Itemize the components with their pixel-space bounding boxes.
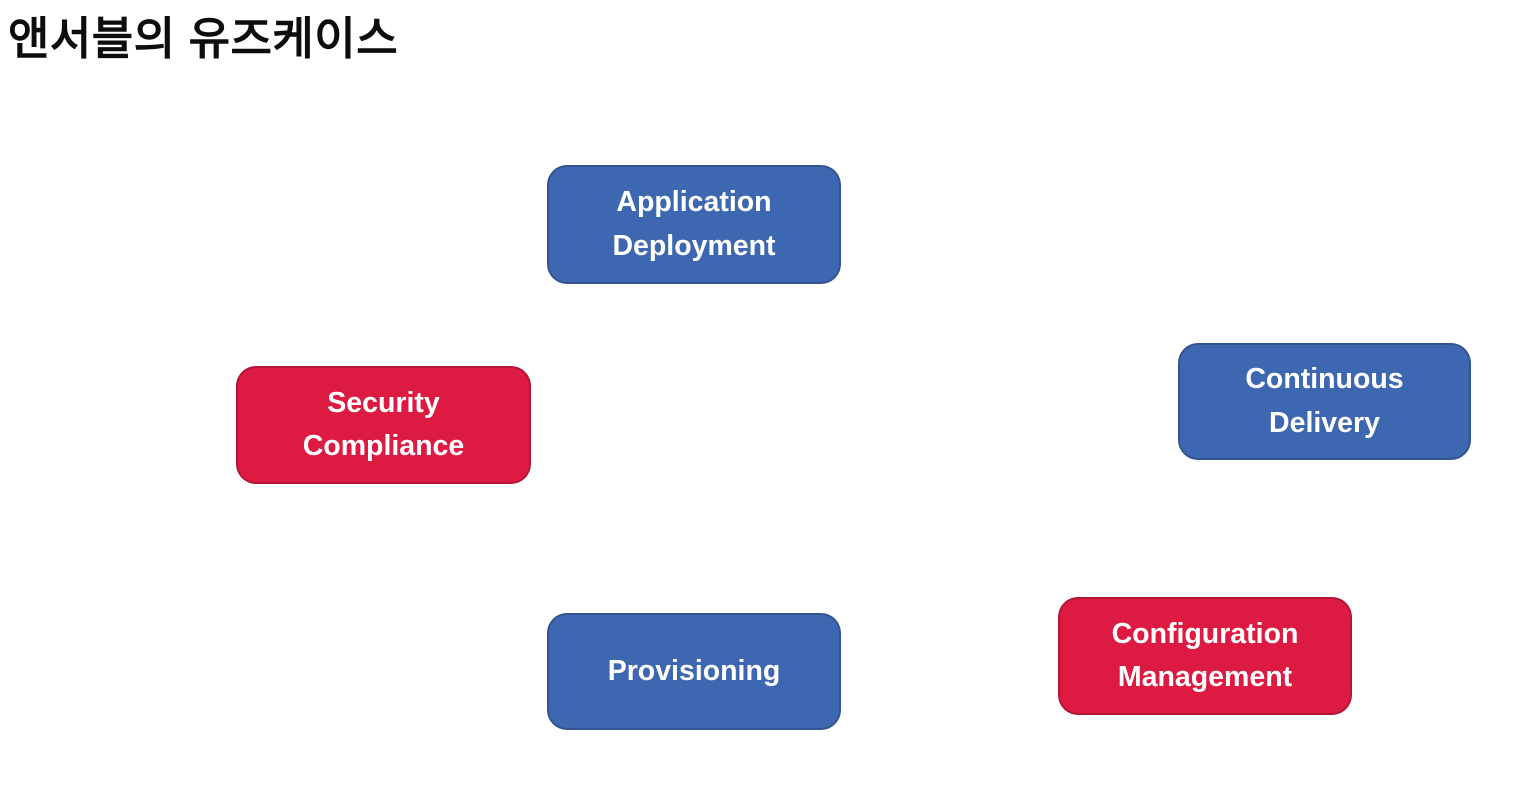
page-title: 앤서블의 유즈케이스 bbox=[8, 13, 399, 64]
usecase-box-configuration-management: Configuration Management bbox=[1058, 597, 1352, 715]
usecase-box-label: Provisioning bbox=[607, 654, 781, 687]
usecase-box-security-compliance: Security Compliance bbox=[236, 366, 531, 484]
usecase-box-continuous-delivery: Continuous Delivery bbox=[1178, 343, 1471, 460]
usecase-box-provisioning: Provisioning bbox=[547, 613, 841, 730]
usecase-box-label: Application Deployment bbox=[612, 186, 776, 262]
usecase-box-label: Continuous Delivery bbox=[1245, 363, 1404, 439]
usecase-box-application-deployment: Application Deployment bbox=[547, 165, 841, 284]
usecase-box-label: Security Compliance bbox=[302, 386, 465, 462]
usecase-box-label: Configuration Management bbox=[1111, 617, 1299, 693]
